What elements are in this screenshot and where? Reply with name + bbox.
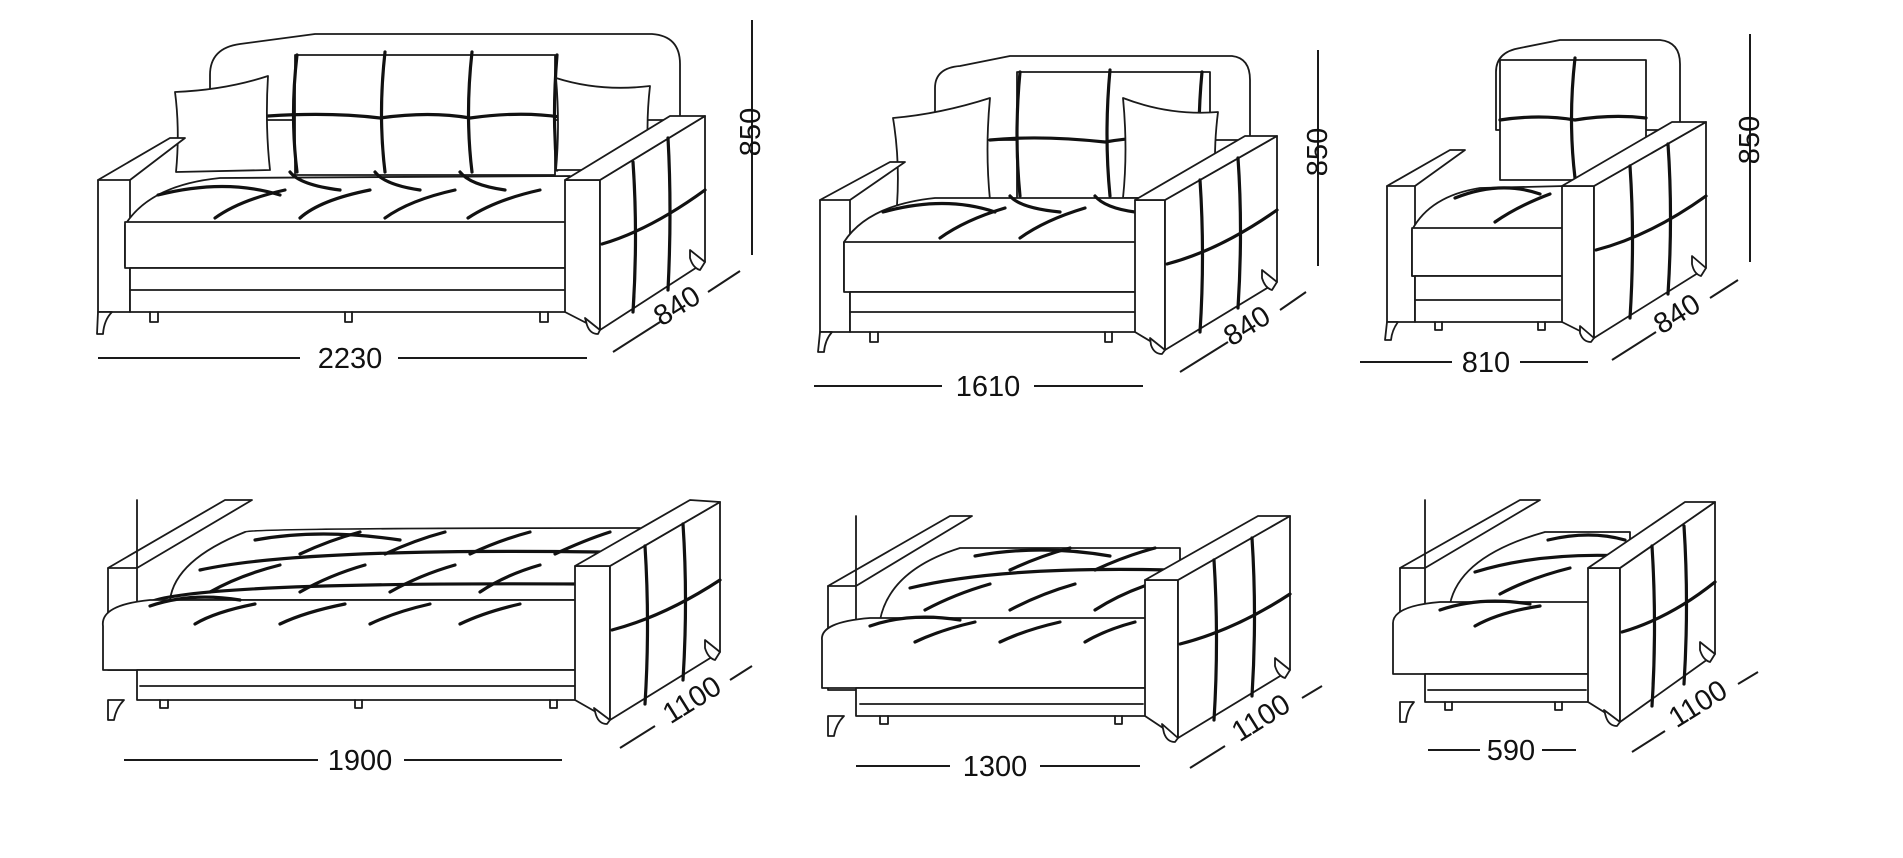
armchair-drawing (1384, 39, 1708, 343)
sofa-2-seat-drawing (817, 55, 1279, 355)
armchair-width-label: 810 (1462, 347, 1510, 379)
sofa-3-seat-bed-drawing (102, 499, 722, 725)
armchair-bed-drawing (1392, 499, 1717, 727)
armchair-height-label: 850 (1734, 116, 1766, 164)
sofa-2-seat-width-label: 1610 (956, 371, 1021, 403)
sofa-2-seat-bed-width-label: 1300 (963, 751, 1028, 783)
armchair-bed-width-label: 590 (1487, 735, 1535, 767)
sofa-2-seat-height-label: 850 (1302, 128, 1334, 176)
sofa-3-seat-width-label: 2230 (318, 343, 383, 375)
sofa-2-seat-bed-drawing (821, 515, 1292, 743)
sofa-3-seat-drawing (96, 33, 707, 335)
sofa-3-seat-bed-width-label: 1900 (328, 745, 393, 777)
sofa-3-seat-height-label: 850 (735, 108, 767, 156)
